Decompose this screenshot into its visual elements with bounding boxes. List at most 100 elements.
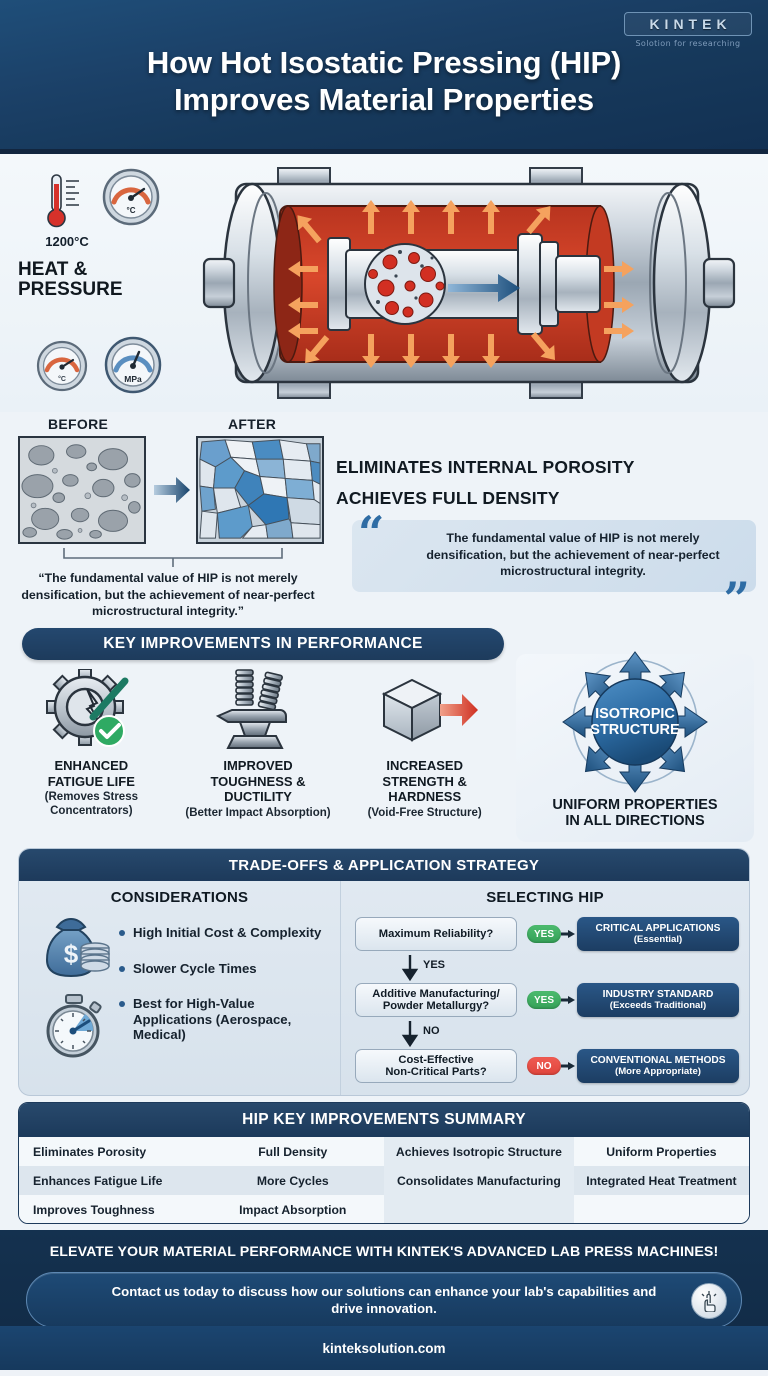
before-after-caption-quote: “The fundamental value of HIP is not mer… (21, 571, 315, 619)
click-hand-icon[interactable] (691, 1283, 727, 1319)
key-improvements-title: KEY IMPROVEMENTS IN PERFORMANCE (22, 628, 504, 660)
decision-question-1[interactable]: Maximum Reliability? (355, 917, 517, 951)
footer-headline: ELEVATE YOUR MATERIAL PERFORMANCE WITH K… (49, 1244, 719, 1260)
considerations-title: CONSIDERATIONS (110, 889, 249, 906)
table-row: Enhances Fatigue Life More Cycles Consol… (19, 1166, 749, 1195)
considerations-column: CONSIDERATIONS $ (19, 881, 341, 1095)
flow-arrow-icon (561, 996, 575, 1004)
after-label: AFTER (228, 416, 277, 432)
table-cell: Enhances Fatigue Life (19, 1166, 202, 1195)
down-arrow-icon (401, 1021, 419, 1047)
footer-website-url[interactable]: kinteksolution.com (0, 1326, 768, 1370)
table-row: Improves Toughness Impact Absorption (19, 1195, 749, 1223)
before-label: BEFORE (48, 416, 109, 432)
temperature-gauge-icon: °C (102, 168, 160, 226)
consideration-item: Slower Cycle Times (119, 961, 329, 977)
cta-text: Contact us today to discuss how our solu… (111, 1283, 657, 1316)
flow-row-1: Maximum Reliability? YES CRITICAL APPLIC… (351, 917, 743, 951)
cube-arrow-icon (341, 668, 508, 754)
logo-tagline: Solotion for researching (635, 39, 741, 48)
selecting-hip-column: SELECTING HIP Maximum Reliability? YES C… (341, 881, 749, 1095)
cta-banner[interactable]: Contact us today to discuss how our solu… (26, 1272, 742, 1328)
outcome-sub: (Essential) (633, 934, 683, 946)
key-improvements-section: KEY IMPROVEMENTS IN PERFORMANCE (0, 624, 768, 846)
benefit-sub-toughness: (Better Impact Absorption) (185, 806, 331, 819)
isotropic-caption-line1: UNIFORM PROPERTIES (552, 796, 718, 813)
outcome-sub: (Exceeds Traditional) (609, 1000, 707, 1012)
brand-logo: KINTEK Solotion for researching (624, 12, 752, 48)
decision-badge-no-3: NO (527, 1057, 561, 1075)
flow-connector-2: NO (351, 1021, 743, 1049)
isotropic-radial-arrows-icon: ISOTROPIC STRUCTURE (562, 651, 708, 793)
transformation-arrow-icon (154, 477, 190, 503)
isotropic-caption: UNIFORM PROPERTIES IN ALL DIRECTIONS (516, 797, 754, 830)
isotropic-structure-card: ISOTROPIC STRUCTURE UNIFORM PROPERTIES I… (516, 651, 754, 842)
svg-text:$: $ (64, 939, 79, 969)
flow-arrow-icon (561, 930, 575, 938)
quote-callout: “ The fundamental value of HIP is not me… (352, 510, 756, 622)
isotropic-caption-line2: IN ALL DIRECTIONS (565, 813, 705, 830)
table-cell: Consolidates Manufacturing (384, 1166, 574, 1195)
consideration-item: Best for High-Value Applications (Aerosp… (119, 996, 329, 1043)
table-cell: Uniform Properties (573, 1137, 749, 1166)
tradeoffs-panel-body: CONSIDERATIONS $ (19, 881, 749, 1095)
headline-line-2: ACHIEVES FULL DENSITY (336, 487, 560, 508)
page-title-line1: How Hot Isostatic Pressing (HIP) (146, 45, 622, 80)
headline-line-1: ELIMINATES INTERNAL POROSITY (336, 457, 635, 477)
thermometer-icon (47, 174, 79, 228)
summary-title: HIP KEY IMPROVEMENTS SUMMARY (19, 1103, 749, 1137)
table-cell: Achieves Isotropic Structure (384, 1137, 574, 1166)
table-cell (573, 1195, 749, 1223)
svg-text:°C: °C (58, 375, 66, 383)
decision-question-2[interactable]: Additive Manufacturing/Powder Metallurgy… (355, 983, 517, 1017)
process-inputs: 1200°C HEAT &PRESSURE °C (14, 162, 202, 412)
heat-pressure-label: HEAT &PRESSURE (18, 259, 123, 300)
hip-process-section: 1200°C HEAT &PRESSURE °C (0, 154, 768, 412)
table-cell: Full Density (201, 1137, 384, 1166)
table-cell: More Cycles (201, 1166, 384, 1195)
svg-text:MPa: MPa (124, 374, 142, 384)
benefit-headline: ELIMINATES INTERNAL POROSITY ACHIEVES FU… (336, 452, 756, 513)
outcome-title: CRITICAL APPLICATIONS (595, 922, 721, 934)
microstructure-after-image (196, 436, 324, 544)
logo-wordmark: KINTEK (624, 12, 752, 36)
microstructure-before-image (18, 436, 146, 544)
svg-text:°C: °C (127, 206, 136, 215)
summary-card: HIP KEY IMPROVEMENTS SUMMARY Eliminates … (18, 1102, 750, 1224)
page-title: How Hot Isostatic Pressing (HIP) Improve… (0, 44, 768, 118)
table-cell: Eliminates Porosity (19, 1137, 202, 1166)
flow-arrow-icon (561, 1062, 575, 1070)
page-footer: ELEVATE YOUR MATERIAL PERFORMANCE WITH K… (0, 1230, 768, 1370)
flow-connector-label-1: YES (423, 959, 446, 971)
page-title-line2: Improves Material Properties (174, 82, 594, 118)
table-row: Eliminates Porosity Full Density Achieve… (19, 1137, 749, 1166)
before-after-section: BEFORE AFTER (0, 412, 768, 624)
benefit-sub-strength: (Void-Free Structure) (367, 806, 482, 819)
selecting-hip-title: SELECTING HIP (486, 889, 604, 906)
page-header: KINTEK Solotion for researching How Hot … (0, 0, 768, 154)
outcome-title: INDUSTRY STANDARD (602, 988, 714, 1000)
table-cell: Impact Absorption (201, 1195, 384, 1223)
quote-open-icon: “ (358, 506, 385, 560)
outcome-sub: (More Appropriate) (615, 1066, 701, 1078)
pressure-gauge-icon: MPa (104, 336, 162, 394)
summary-table: Eliminates Porosity Full Density Achieve… (19, 1137, 749, 1223)
decision-badge-yes-1: YES (527, 925, 561, 943)
table-cell: Integrated Heat Treatment (573, 1166, 749, 1195)
flow-connector-label-2: NO (423, 1025, 440, 1037)
quote-close-icon: ” (723, 572, 750, 626)
infographic-body: 1200°C HEAT &PRESSURE °C (0, 154, 768, 1230)
gear-check-icon (8, 668, 175, 754)
decision-outcome-2: INDUSTRY STANDARD (Exceeds Traditional) (577, 983, 739, 1017)
decision-outcome-1: CRITICAL APPLICATIONS (Essential) (577, 917, 739, 951)
bracket-connector (63, 548, 283, 567)
